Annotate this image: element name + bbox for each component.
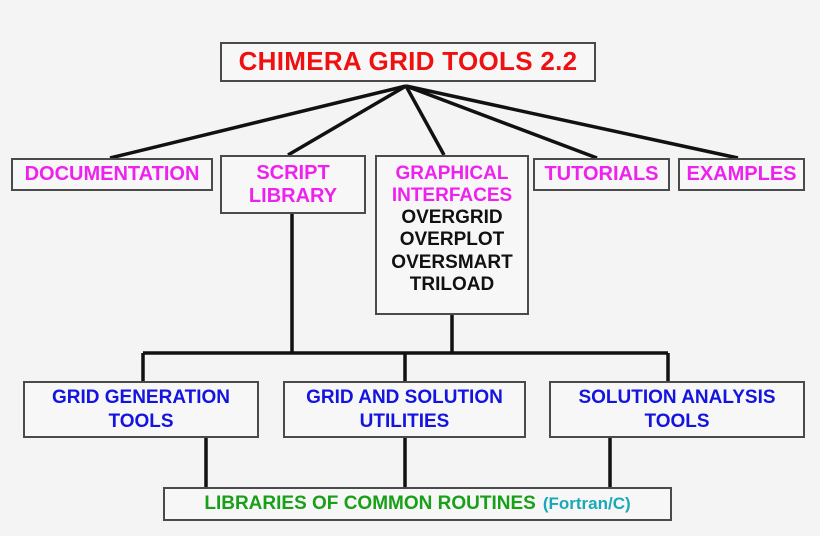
title-label: CHIMERA GRID TOOLS 2.2 — [238, 46, 578, 77]
node-examples: EXAMPLES — [678, 158, 805, 191]
node-solution-analysis-tools: SOLUTION ANALYSIS TOOLS — [549, 381, 805, 438]
node-graphical-interfaces: GRAPHICAL INTERFACES OVERGRID OVERPLOT O… — [375, 155, 529, 315]
solution-analysis-tools-line1: SOLUTION ANALYSIS — [578, 387, 776, 409]
documentation-label: DOCUMENTATION — [24, 163, 200, 186]
examples-label: EXAMPLES — [686, 163, 797, 186]
script-library-label-line2: LIBRARY — [248, 184, 338, 207]
node-libraries-of-common-routines: LIBRARIES OF COMMON ROUTINES (Fortran/C) — [163, 487, 672, 521]
gui-item-overgrid: OVERGRID — [401, 206, 503, 228]
graphical-interfaces-head-line2: INTERFACES — [391, 184, 513, 206]
libraries-main-label: LIBRARIES OF COMMON ROUTINES — [204, 493, 536, 515]
grid-and-solution-utilities-line1: GRID AND SOLUTION — [306, 387, 503, 409]
gui-item-oversmart: OVERSMART — [391, 251, 513, 273]
tutorials-label: TUTORIALS — [544, 163, 659, 186]
gui-item-triload: TRILOAD — [409, 273, 495, 295]
libraries-row: LIBRARIES OF COMMON ROUTINES (Fortran/C) — [204, 493, 630, 514]
script-library-label-line1: SCRIPT — [256, 162, 330, 185]
solution-analysis-tools-line2: TOOLS — [644, 410, 710, 432]
node-chimera-grid-tools-title: CHIMERA GRID TOOLS 2.2 — [220, 42, 596, 82]
libraries-language-suffix: (Fortran/C) — [542, 494, 631, 514]
grid-generation-tools-line2: TOOLS — [108, 410, 174, 432]
gui-item-overplot: OVERPLOT — [399, 229, 505, 251]
node-grid-generation-tools: GRID GENERATION TOOLS — [23, 381, 259, 438]
grid-and-solution-utilities-line2: UTILITIES — [359, 410, 450, 432]
node-grid-and-solution-utilities: GRID AND SOLUTION UTILITIES — [283, 381, 526, 438]
node-documentation: DOCUMENTATION — [11, 158, 213, 191]
graphical-interfaces-head-line1: GRAPHICAL — [395, 163, 509, 184]
grid-generation-tools-line1: GRID GENERATION — [51, 387, 231, 409]
node-tutorials: TUTORIALS — [533, 158, 670, 191]
node-script-library: SCRIPT LIBRARY — [220, 155, 366, 214]
